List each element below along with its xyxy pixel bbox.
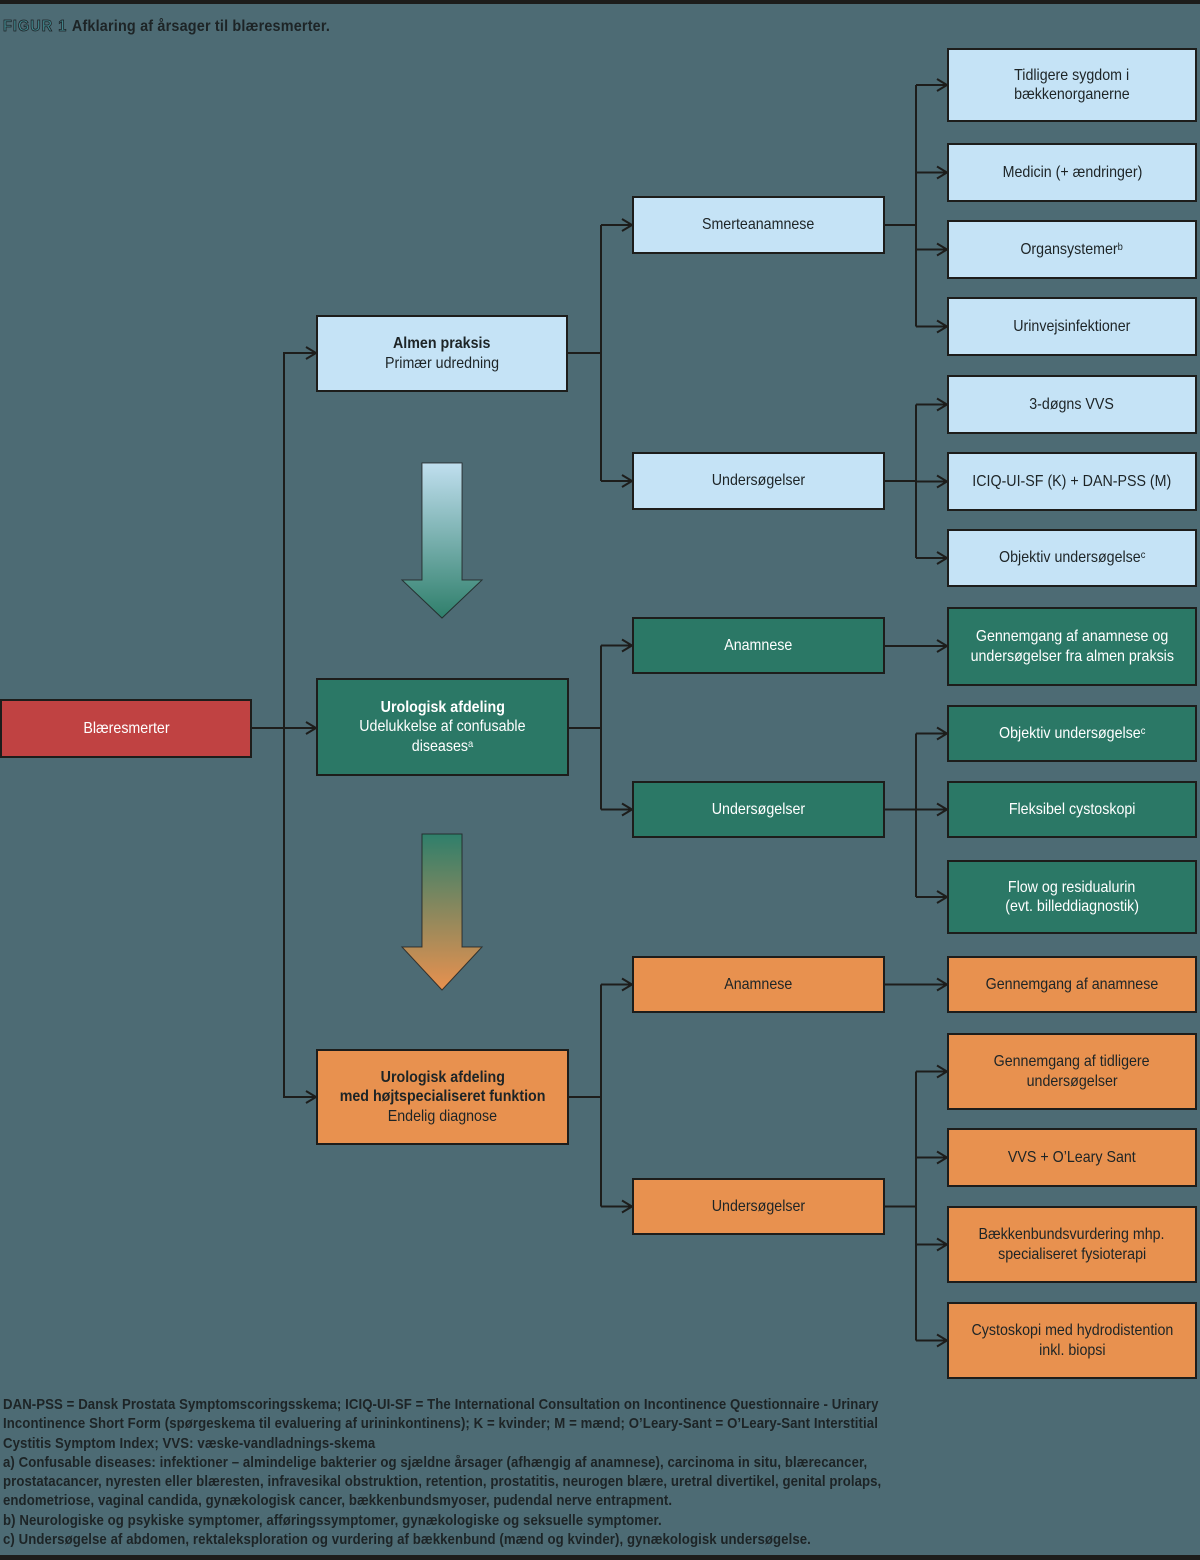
node-line: inkl. biopsi (1038, 1341, 1106, 1359)
node-cystoskopi-hydrodistention: Cystoskopi med hydrodistention inkl. bio… (947, 1302, 1197, 1379)
node-line: Urologisk afdeling (380, 1068, 505, 1086)
node-line: Blæresmerter (82, 719, 170, 737)
node-smerteanamnese: Smerteanamnese (632, 196, 885, 254)
node-line: Gennemgang af anamnese (985, 975, 1159, 993)
footnote-line: prostatacancer, nyresten eller blæresten… (3, 1474, 882, 1491)
node-anamnese-2: Anamnese (632, 617, 885, 674)
node-line: undersøgelser fra almen praksis (970, 647, 1174, 665)
node-line: Bækkenbundsvurdering mhp. (978, 1226, 1166, 1243)
node-line: Anamnese (724, 975, 793, 993)
node-gennemgang-tidligere: Gennemgang af tidligere undersøgelser (947, 1033, 1197, 1110)
footnote-line: a) Confusable diseases: infektioner – al… (3, 1454, 868, 1471)
node-line: Medicin (+ ændringer) (1002, 163, 1142, 181)
node-vvs-oleary: VVS + O’Leary Sant (947, 1128, 1197, 1187)
node-iciq-danpss: ICIQ-UI-SF (K) + DAN-PSS (M) (947, 452, 1197, 511)
node-line: Objektiv undersøgelsec (999, 724, 1145, 744)
node-line: specialiseret fysioterapi (997, 1245, 1146, 1263)
footnote-line: Incontinence Short Form (spørgeskema til… (3, 1416, 878, 1433)
node-line: Objektiv undersøgelsec (999, 548, 1145, 568)
footnote-marker: c (1140, 724, 1146, 737)
connector-level3-anamnese (885, 977, 949, 992)
node-line: Anamnese (724, 636, 793, 654)
connector-trunk (252, 346, 318, 1104)
node-text: Organsystemer (1020, 240, 1119, 258)
node-line: 3-døgns VVS (1029, 395, 1115, 413)
node-urinvejsinfektioner: Urinvejsinfektioner (947, 297, 1197, 356)
gradient-arrow-level1-level2 (400, 462, 484, 619)
connector-level1-undersoegelser (885, 397, 949, 565)
node-line: VVS + O’Leary Sant (1008, 1148, 1136, 1166)
footnote-marker: c (1140, 549, 1146, 562)
node-line: Gennemgang af anamnese og (975, 628, 1169, 645)
connector-level1-smerteanamnese (885, 78, 949, 334)
node-gennemgang-anamnese-undersoegelser: Gennemgang af anamnese og undersøgelser … (947, 607, 1197, 686)
node-line: Tidligere sygdom i (1014, 66, 1130, 84)
footnote-line: c) Undersøgelse af abdomen, rektaleksplo… (3, 1532, 811, 1549)
node-line: ICIQ-UI-SF (K) + DAN-PSS (M) (972, 472, 1172, 490)
node-text: diseases (411, 737, 469, 755)
connector-level1-groups (568, 218, 634, 488)
node-line: undersøgelser (1026, 1072, 1118, 1090)
footnotes: DAN-PSS = Dansk Prostata Symptomscorings… (3, 1396, 982, 1550)
top-border-bar (0, 0, 1200, 4)
footnote-line: DAN-PSS = Dansk Prostata Symptomscorings… (3, 1397, 879, 1413)
node-baekkenbundsvurdering: Bækkenbundsvurdering mhp. specialiseret … (947, 1206, 1197, 1283)
node-fleksibel-cystoskopi: Fleksibel cystoskopi (947, 781, 1197, 838)
node-line: Flow og residualurin (1008, 878, 1136, 896)
node-medicin: Medicin (+ ændringer) (947, 143, 1197, 202)
node-gennemgang-anamnese: Gennemgang af anamnese (947, 956, 1197, 1013)
footnote-marker: a (468, 737, 474, 750)
node-line: (evt. billeddiagnostik) (1005, 898, 1139, 915)
node-line: Undersøgelser (711, 800, 806, 818)
footnote-line: Cystitis Symptom Index; VVS: væske-vandl… (3, 1435, 376, 1452)
node-line: Cystoskopi med hydrodistention (971, 1322, 1173, 1339)
node-line: Smerteanamnese (702, 216, 815, 234)
node-undersoegelser-2: Undersøgelser (632, 781, 885, 838)
node-3-doegns-vvs: 3-døgns VVS (947, 375, 1197, 434)
connector-level2-anamnese (885, 639, 949, 653)
node-almen-praksis: Almen praksis Primær udredning (316, 315, 568, 392)
node-line: Almen praksis (393, 335, 491, 352)
node-line: diseasesa (412, 737, 473, 757)
connector-level3-groups (569, 977, 634, 1214)
connector-level2-groups (569, 638, 634, 817)
node-line: Undersøgelser (711, 472, 806, 490)
node-line: Endelig diagnose (387, 1107, 498, 1125)
node-line: Udelukkelse af confusable (359, 718, 526, 736)
node-line: Organsystemerb (1021, 240, 1124, 260)
node-line: Primær udredning (385, 354, 499, 372)
gradient-arrow-level2-level3 (400, 833, 484, 991)
node-anamnese-3: Anamnese (632, 956, 885, 1013)
figure-label: FIGUR 1 (3, 18, 68, 36)
footnote-line: b) Neurologiske og psykiske symptomer, a… (3, 1512, 662, 1529)
node-line: Fleksibel cystoskopi (1008, 800, 1136, 818)
node-text: Objektiv undersøgelse (998, 549, 1141, 567)
node-tidligere-sygdom: Tidligere sygdom i bækkenorganerne (947, 48, 1197, 122)
node-flow-residualurin: Flow og residualurin (evt. billeddiagnos… (947, 860, 1197, 934)
node-line: bækkenorganerne (1014, 86, 1130, 103)
node-objektiv-undersoegelse-1: Objektiv undersøgelsec (947, 529, 1197, 587)
node-undersoegelser-1: Undersøgelser (632, 452, 885, 510)
node-line: Undersøgelser (711, 1197, 806, 1215)
node-line: Gennemgang af tidligere (994, 1053, 1150, 1070)
footnote-line: endometriose, vaginal candida, gynækolog… (3, 1493, 673, 1510)
node-urologisk-afdeling: Urologisk afdeling Udelukkelse af confus… (316, 678, 569, 776)
connector-level2-undersoegelser (885, 726, 949, 904)
node-objektiv-undersoegelse-2: Objektiv undersøgelsec (947, 705, 1197, 762)
node-undersoegelser-3: Undersøgelser (632, 1178, 885, 1235)
node-organsystemer: Organsystemerb (947, 220, 1197, 279)
footnote-marker: b (1118, 240, 1124, 253)
node-blaeresmerter: Blæresmerter (0, 699, 252, 758)
node-text: Objektiv undersøgelse (998, 724, 1141, 742)
figure-title-text: Afklaring af årsager til blæresmerter. (71, 18, 331, 35)
node-line: Urinvejsinfektioner (1013, 317, 1131, 335)
node-urologisk-hoejtspecialiseret: Urologisk afdeling med højtspecialiseret… (316, 1049, 569, 1145)
bottom-border-bar (0, 1555, 1200, 1560)
connector-level3-undersoegelser (885, 1064, 949, 1348)
node-line: med højtspecialiseret funktion (339, 1088, 546, 1106)
node-line: Urologisk afdeling (380, 698, 505, 716)
